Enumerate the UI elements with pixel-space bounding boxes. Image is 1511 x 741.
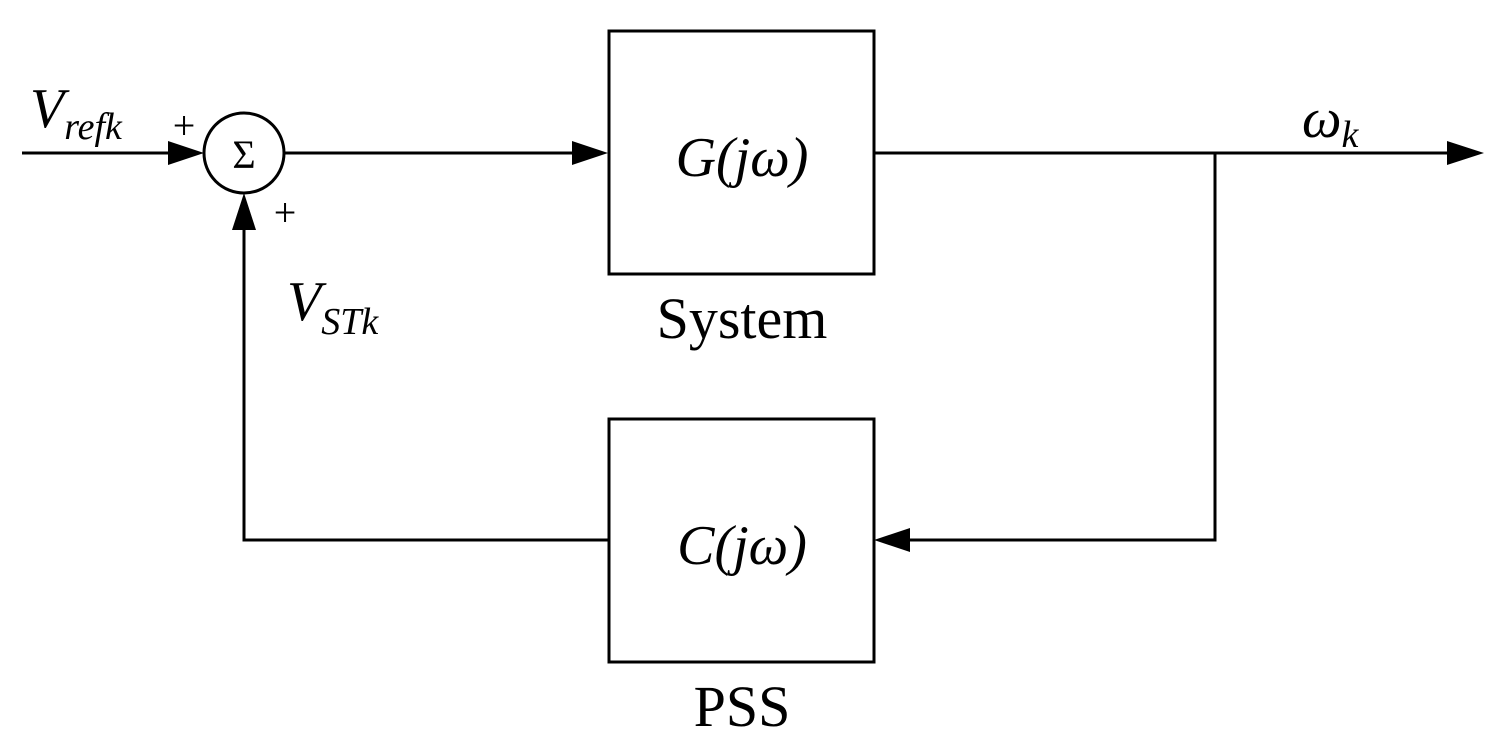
system-tf-name: G bbox=[676, 127, 716, 189]
system-transfer-function: G(jω) bbox=[676, 127, 809, 189]
feedback-signal-sub: STk bbox=[321, 301, 379, 343]
pss-tf-arg: (jω) bbox=[714, 515, 806, 577]
pss-to-sum-wire bbox=[242, 230, 609, 542]
feedback-plus-sign: + bbox=[274, 190, 297, 235]
output-signal-label: ωk bbox=[1302, 88, 1360, 156]
pss-caption: PSS bbox=[694, 674, 791, 739]
pss-input-arrowhead bbox=[874, 528, 910, 552]
system-input-arrowhead bbox=[572, 141, 608, 165]
input-plus-sign: + bbox=[173, 103, 196, 148]
input-arrowhead bbox=[168, 141, 204, 165]
system-caption: System bbox=[657, 286, 828, 351]
feedback-signal-main: V bbox=[287, 271, 327, 333]
input-signal-main: V bbox=[30, 78, 70, 140]
input-signal-sub: refk bbox=[64, 106, 123, 148]
output-signal-main: ω bbox=[1302, 88, 1342, 150]
output-signal-sub: k bbox=[1342, 114, 1360, 156]
pss-transfer-function: C(jω) bbox=[677, 515, 807, 577]
feedback-signal-label: VSTk bbox=[287, 271, 379, 343]
system-tf-arg: (jω) bbox=[716, 127, 808, 189]
output-arrowhead bbox=[1447, 141, 1484, 165]
feedback-branch-wire bbox=[910, 153, 1217, 542]
pss-tf-name: C bbox=[677, 515, 715, 577]
summing-symbol: Σ bbox=[232, 132, 255, 177]
pss-block bbox=[607, 417, 876, 664]
input-signal-label: Vrefk bbox=[30, 78, 123, 148]
system-block bbox=[607, 29, 876, 276]
feedback-arrowhead bbox=[232, 193, 256, 230]
